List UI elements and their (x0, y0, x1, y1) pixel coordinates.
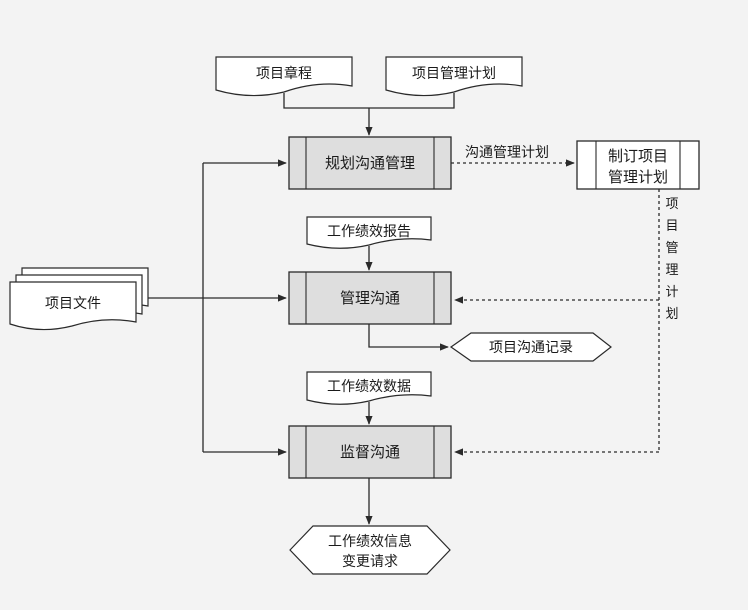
vlabel-char-6: 划 (665, 307, 678, 322)
work-perf-data-label: 工作绩效数据 (327, 379, 411, 395)
doc-charter: 项目章程 (215, 56, 353, 97)
process-monitor-label: 监督沟通 (340, 443, 400, 461)
process-plan: 规划沟通管理 (288, 136, 452, 190)
final-output-line1: 工作绩效信息 (328, 533, 412, 550)
vlabel-char-1: 项 (665, 197, 678, 212)
vertical-pm-plan-label: 项 目 管 理 计 划 (665, 197, 678, 322)
process-develop-pm-plan: 制订项目 管理计划 (576, 140, 700, 190)
develop-label-line1: 制订项目 (608, 147, 668, 165)
doc-work-perf-reports: 工作绩效报告 (306, 216, 432, 249)
doc-pm-plan-label: 项目管理计划 (412, 66, 496, 82)
doc-pm-plan: 项目管理计划 (385, 56, 523, 97)
process-manage-label: 管理沟通 (340, 289, 400, 307)
process-plan-label: 规划沟通管理 (325, 154, 415, 172)
vlabel-char-4: 理 (665, 263, 678, 278)
doc-charter-label: 项目章程 (256, 65, 312, 82)
process-manage: 管理沟通 (288, 271, 452, 325)
work-perf-reports-label: 工作绩效报告 (327, 224, 411, 240)
arrow-manage-to-records (368, 324, 449, 351)
comm-records-label: 项目沟通记录 (489, 340, 573, 356)
comm-plan-label: 沟通管理计划 (465, 145, 549, 161)
project-docs-label: 项目文件 (45, 296, 101, 312)
vlabel-char-5: 计 (665, 285, 678, 300)
doc-stack-project-docs: 项目文件 (9, 267, 149, 331)
doc-work-perf-data: 工作绩效数据 (306, 371, 432, 405)
develop-label-line2: 管理计划 (608, 168, 668, 186)
final-output-line2: 变更请求 (342, 554, 398, 570)
vlabel-char-3: 管 (665, 241, 678, 256)
process-monitor: 监督沟通 (288, 425, 452, 479)
output-comm-records: 项目沟通记录 (449, 332, 612, 362)
vlabel-char-2: 目 (665, 219, 678, 234)
output-work-perf-info: 工作绩效信息 变更请求 (289, 525, 451, 575)
